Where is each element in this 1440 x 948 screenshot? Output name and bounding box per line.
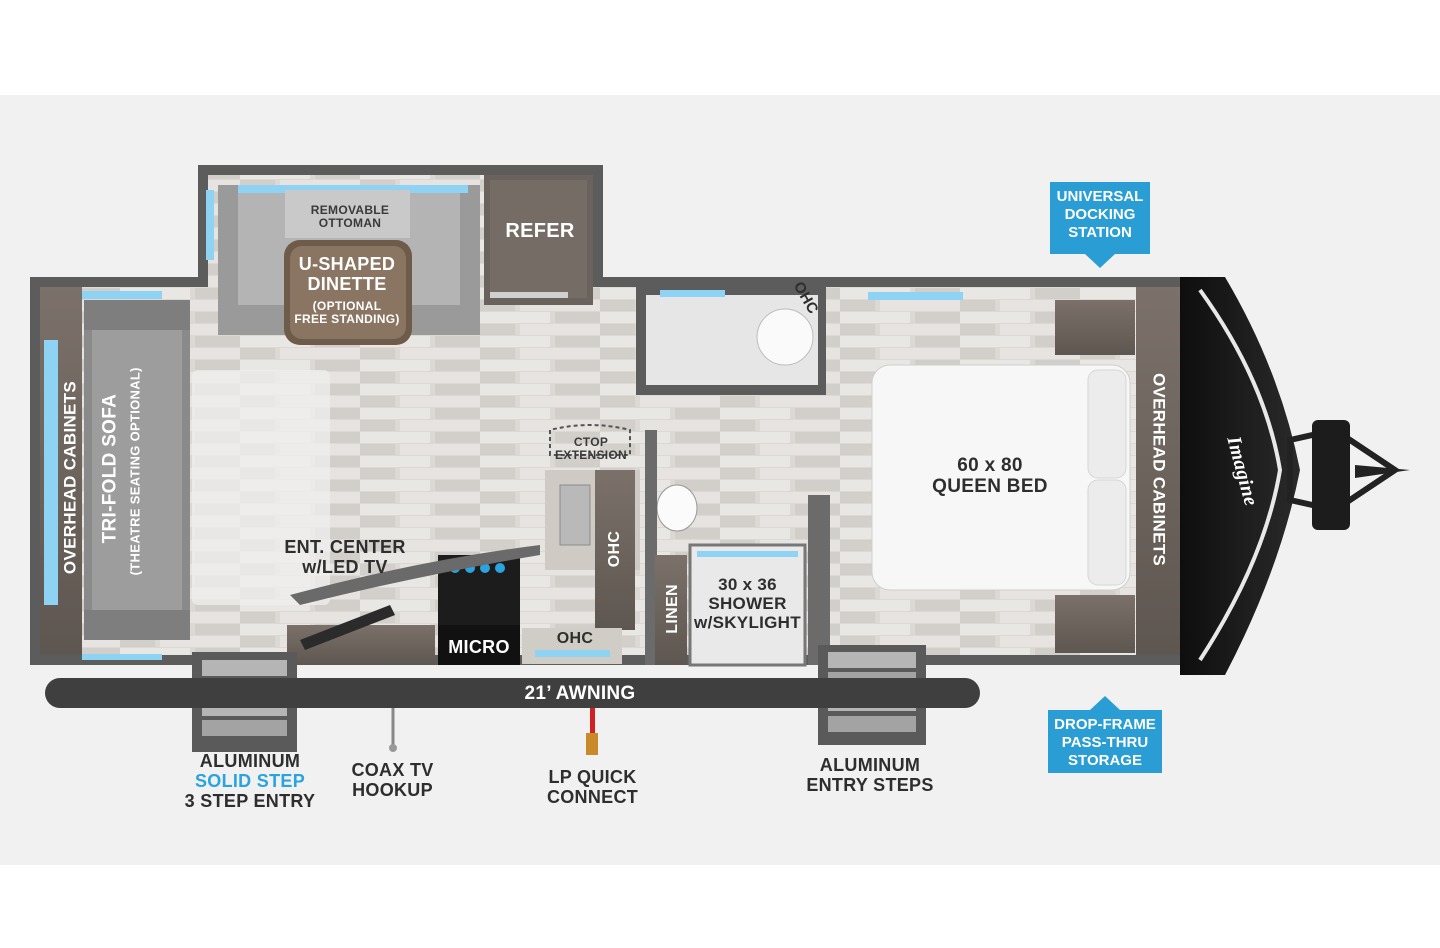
rear-window: [44, 340, 58, 605]
ohc-galley-label: OHC: [606, 530, 624, 568]
lp-line-1: LP QUICK: [548, 767, 637, 787]
galley-ohc: [595, 470, 635, 630]
lp-line-2: CONNECT: [546, 787, 639, 808]
toilet: [656, 484, 698, 532]
ent-center: [290, 545, 540, 605]
sofa-note: (THEATRE SEATING OPTIONAL): [127, 367, 143, 576]
window-top-left: [82, 291, 162, 299]
micro-label: MICRO: [448, 637, 510, 657]
nightstand-bottom: [1055, 595, 1135, 653]
coax-line-2: HOOKUP: [352, 780, 433, 801]
ctop-line-2: EXTENSION: [554, 448, 628, 463]
dinette-line-2: DINETTE: [307, 274, 387, 295]
drop-frame-line-2: PASS-THRU: [1061, 734, 1149, 751]
drop-frame-line-3: STORAGE: [1068, 752, 1142, 769]
entry-steps-line-1: ALUMINUM: [819, 755, 921, 775]
entry-steps-callout: ALUMINUM ENTRY STEPS: [790, 755, 950, 795]
coax-line-1: COAX TV: [351, 760, 434, 780]
dinette-note-line-1: (OPTIONAL: [312, 299, 382, 313]
window-bottom-left: [82, 654, 162, 660]
solid-step-callout: ALUMINUM SOLID STEP 3 STEP ENTRY: [170, 751, 330, 811]
shower-line-2: SHOWER: [708, 594, 787, 614]
front-cap: [1180, 277, 1300, 675]
solid-step-line-2: SOLID STEP: [194, 771, 305, 792]
docking-line-1: UNIVERSAL: [1056, 188, 1144, 205]
shower-label: 30 x 36 SHOWER w/SKYLIGHT: [690, 575, 805, 632]
ottoman-line-1: REMOVABLE: [310, 203, 390, 217]
sink-bowl: [756, 308, 814, 366]
ottoman-line-2: OTTOMAN: [318, 216, 382, 231]
universal-docking-tag: UNIVERSAL DOCKING STATION: [1050, 182, 1150, 254]
awning-bar: [45, 678, 980, 708]
drop-frame-tag: DROP-FRAME PASS-THRU STORAGE: [1048, 710, 1162, 773]
dinette-note: (OPTIONAL FREE STANDING): [282, 299, 412, 327]
lp-callout: LP QUICK CONNECT: [530, 767, 655, 807]
solid-step-line-1: ALUMINUM: [199, 751, 301, 771]
sofa-label: TRI-FOLD SOFA: [99, 393, 121, 544]
microwave: [438, 625, 520, 665]
dinette-label: U-SHAPED DINETTE: [282, 254, 412, 294]
dinette-window-top: [238, 185, 468, 193]
pillow-bottom: [1087, 479, 1127, 586]
bed-label: 60 x 80 QUEEN BED: [905, 455, 1075, 498]
drop-frame-line-1: DROP-FRAME: [1054, 716, 1156, 733]
overhead-right-label: OVERHEAD CABINETS: [1149, 372, 1169, 567]
galley-sink: [559, 484, 591, 546]
ohc-front-label: OHC: [556, 630, 594, 647]
bed-line-2: QUEEN BED: [932, 476, 1048, 498]
tv: [300, 605, 395, 650]
jack: [1312, 420, 1350, 530]
ent-center-line-2: w/LED TV: [302, 557, 388, 578]
bed-line-1: 60 x 80: [957, 455, 1023, 476]
dinette-note-line-2: FREE STANDING): [294, 312, 400, 327]
front-ohc: [522, 628, 622, 664]
ctop-outline: [549, 424, 631, 456]
entry-steps-line-2: ENTRY STEPS: [806, 775, 934, 796]
coax-callout: COAX TV HOOKUP: [335, 760, 450, 800]
pillow-top: [1087, 369, 1127, 479]
ottoman-label: REMOVABLE OTTOMAN: [300, 203, 400, 231]
nightstand-top: [1055, 300, 1135, 355]
dinette-line-1: U-SHAPED: [298, 254, 396, 274]
ent-center-line-1: ENT. CENTER: [284, 537, 406, 557]
linen-cabinet: [655, 555, 687, 665]
docking-line-3: STATION: [1068, 224, 1132, 241]
dinette-window-left: [206, 190, 214, 260]
ctop-label: CTOP EXTENSION: [546, 435, 636, 463]
docking-line-2: DOCKING: [1064, 206, 1136, 223]
shower-line-3: w/SKYLIGHT: [694, 613, 801, 633]
ctop-line-1: CTOP: [573, 435, 609, 449]
overhead-left-label: OVERHEAD CABINETS: [60, 380, 80, 575]
linen-label: LINEN: [664, 584, 682, 634]
bed: [871, 364, 1131, 591]
front-cabinets: [1136, 287, 1180, 655]
solid-step-line-3: 3 STEP ENTRY: [184, 791, 316, 812]
shower-line-1: 30 x 36: [718, 575, 777, 594]
refer-label: REFER: [505, 220, 575, 242]
awning-label: 21’ AWNING: [524, 683, 636, 704]
shower: [688, 543, 807, 667]
ottoman: [285, 190, 410, 238]
ent-center-label: ENT. CENTER w/LED TV: [265, 537, 425, 577]
